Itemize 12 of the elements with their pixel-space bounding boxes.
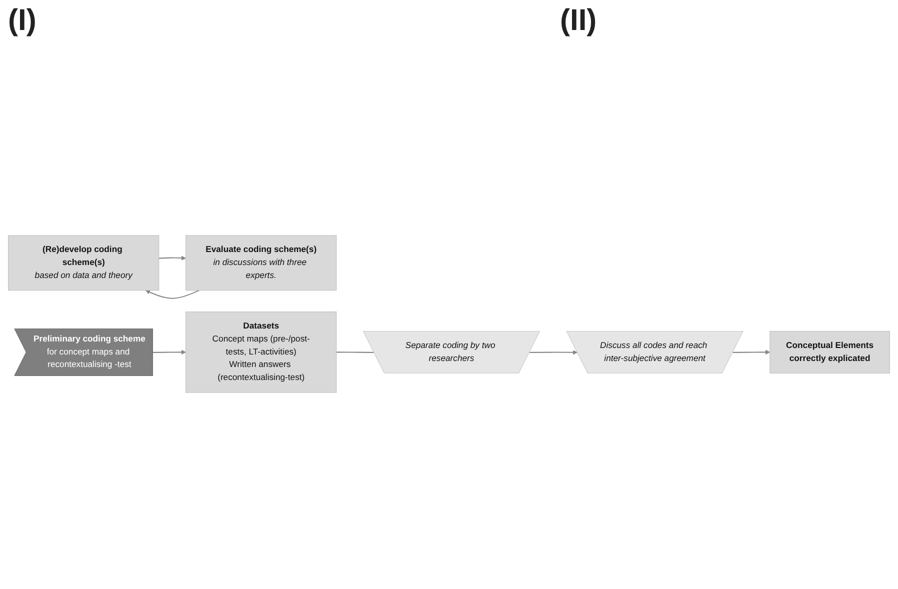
arrow — [158, 256, 186, 260]
node-box: Conceptual Elements correctly explicated — [770, 330, 890, 374]
section-label: (I) — [8, 4, 36, 38]
arrow — [732, 350, 770, 355]
arrow — [145, 290, 200, 299]
node-box: Evaluate coding scheme(s) in discussions with three experts. — [186, 235, 337, 291]
connector — [336, 352, 374, 353]
node-box: (Re)develop coding scheme(s) based on data and theory — [8, 235, 160, 291]
section-label: (II) — [560, 4, 597, 38]
arrow — [152, 350, 186, 355]
arrow — [529, 350, 578, 355]
node-box: Datasets Concept maps (pre-/post-tests, LT-activities) Written answers (recontextualising-test) — [186, 312, 337, 393]
